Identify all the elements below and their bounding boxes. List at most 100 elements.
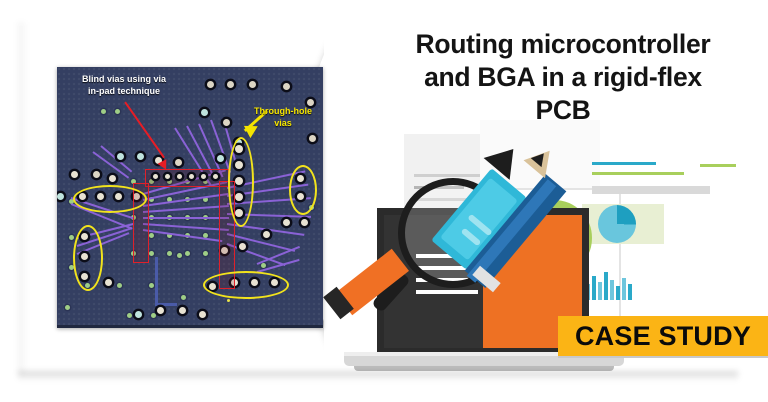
laptop-foot (354, 366, 614, 371)
annotation-through-hole-line2: vias (274, 118, 292, 128)
connector-pad (201, 174, 206, 179)
pcb-trace (142, 205, 229, 213)
bga-pad (185, 251, 190, 256)
bga-pad (203, 251, 208, 256)
bga-pad (167, 233, 172, 238)
blind-vias-arrow (124, 101, 165, 159)
bga-pad (115, 109, 120, 114)
pcb-trace (142, 229, 223, 243)
page-title-line2: and BGA in a rigid-flex (424, 62, 702, 92)
bga-pad (167, 179, 172, 184)
frame-shadow-bottom (18, 371, 738, 381)
via (221, 247, 228, 254)
highlight-ellipse (228, 137, 254, 227)
bga-pad (101, 109, 106, 114)
case-study-underline (558, 356, 768, 358)
document-line (414, 174, 480, 177)
bga-pad (131, 179, 136, 184)
via (137, 153, 144, 160)
page-title-line3: PCB (535, 95, 591, 125)
bga-pad (227, 299, 230, 302)
annotation-blind-vias-line2: in-pad technique (88, 86, 160, 96)
page-title-line1: Routing microcontroller (415, 29, 711, 59)
pcb-layout-image: Blind vias using via in-pad technique Th… (57, 67, 323, 328)
pcb-trace (155, 257, 158, 305)
bar-chart-bar (622, 278, 626, 300)
via (301, 219, 308, 226)
frame-shadow-left (18, 22, 28, 374)
case-study-badge: CASE STUDY (558, 316, 768, 356)
screen-text-line (416, 290, 478, 294)
via (283, 219, 290, 226)
via (157, 307, 164, 314)
via (179, 307, 186, 314)
via (283, 83, 290, 90)
bga-pad (117, 283, 122, 288)
bar-chart-bar (598, 282, 602, 300)
chart-rule (592, 172, 684, 175)
chart-rule (700, 164, 736, 167)
highlight-ellipse (289, 165, 317, 215)
bga-pad (65, 305, 70, 310)
via (201, 109, 208, 116)
highlight-ellipse (203, 271, 289, 299)
bga-pad (69, 199, 74, 204)
bar-chart-bar (628, 284, 632, 300)
pie-chart (598, 205, 636, 243)
bga-pad (127, 313, 132, 318)
bga-pad (167, 251, 172, 256)
chart-rule (592, 186, 710, 194)
via (155, 157, 162, 164)
via (71, 171, 78, 178)
bga-pad (149, 251, 154, 256)
via (307, 99, 314, 106)
via (249, 81, 256, 88)
via (57, 193, 64, 200)
annotation-blind-vias-line1: Blind vias using via (81, 74, 167, 84)
bar-chart-bar (604, 272, 608, 300)
connector-pad (177, 174, 182, 179)
via (309, 135, 316, 142)
bga-pad (203, 179, 208, 184)
via (117, 153, 124, 160)
bga-pad (149, 197, 154, 202)
bga-pad (149, 233, 154, 238)
highlight-ellipse (73, 225, 103, 291)
via (207, 81, 214, 88)
bga-pad (203, 197, 208, 202)
pcb-trace (155, 303, 177, 306)
chart-rule (592, 162, 656, 165)
connector-pad (189, 174, 194, 179)
via (105, 279, 112, 286)
connector-pad (165, 174, 170, 179)
bga-pad (203, 233, 208, 238)
desk-illustration (323, 120, 768, 402)
via (217, 155, 224, 162)
via (199, 311, 206, 318)
via (109, 175, 116, 182)
via (263, 231, 270, 238)
bar-chart-bar (592, 276, 596, 300)
via (239, 243, 246, 250)
bga-pad (181, 295, 186, 300)
via (135, 311, 142, 318)
annotation-through-hole-line1: Through-hole (254, 106, 312, 116)
connector-pad (213, 174, 218, 179)
via (227, 81, 234, 88)
page-title: Routing microcontroller and BGA in a rig… (372, 28, 754, 127)
annotation-through-hole-vias: Through-hole vias (243, 105, 323, 129)
bga-pad (261, 263, 266, 268)
bga-pad (177, 253, 182, 258)
via (223, 119, 230, 126)
bga-pad (69, 235, 74, 240)
bga-pad (149, 179, 154, 184)
annotation-blind-vias: Blind vias using via in-pad technique (59, 73, 189, 97)
laptop-base-edge (344, 352, 624, 356)
bga-pad (149, 283, 154, 288)
via (93, 171, 100, 178)
pcb-trace (143, 217, 229, 219)
bar-chart-bar (610, 280, 614, 300)
bga-pad (151, 313, 156, 318)
via (175, 159, 182, 166)
